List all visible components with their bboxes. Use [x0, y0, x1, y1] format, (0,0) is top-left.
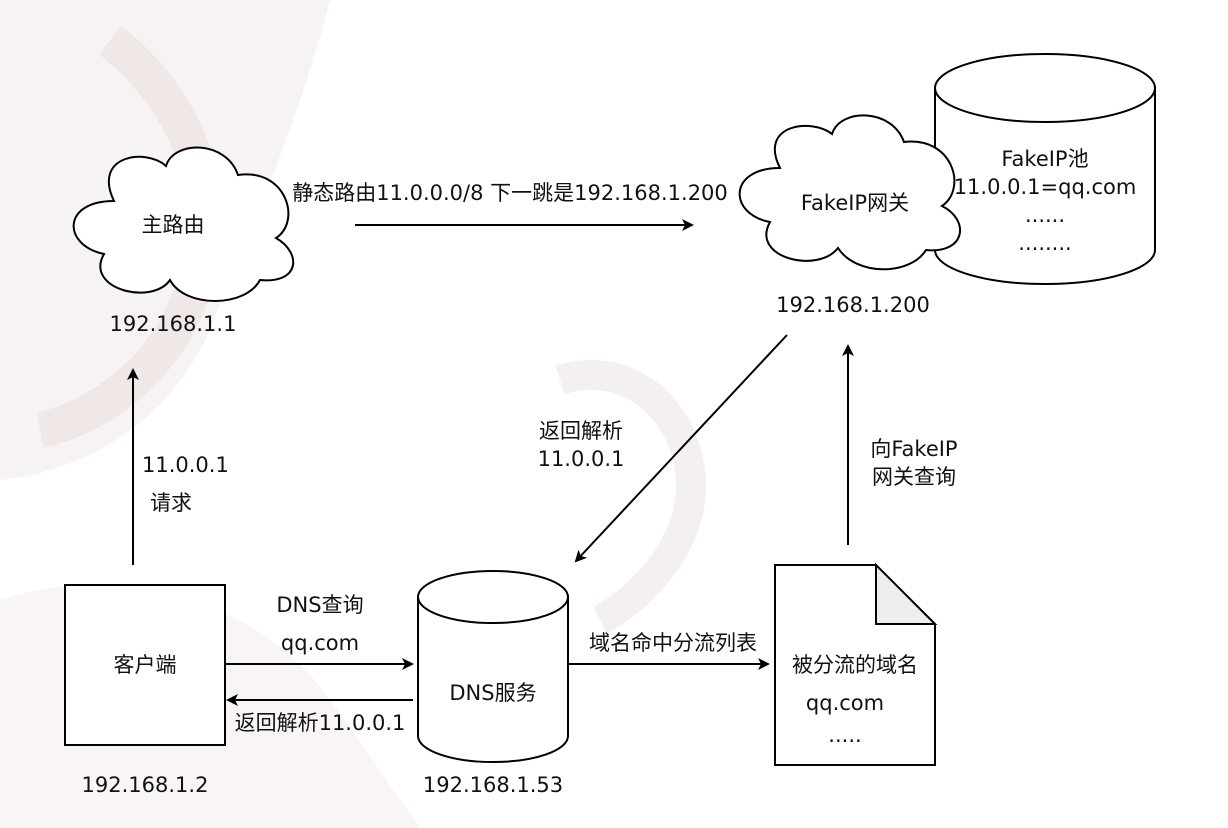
client-request-ip: 11.0.0.1	[142, 453, 229, 477]
client-ip: 192.168.1.2	[82, 773, 209, 797]
dns-service-ip: 192.168.1.53	[423, 773, 563, 797]
fakeip-pool-cylinder-body	[934, 88, 1156, 285]
query-gateway-label-2: 网关查询	[872, 465, 956, 489]
dns-query-label: DNS查询	[276, 593, 363, 617]
domain-list-title: 被分流的域名	[792, 653, 918, 677]
fakeip-gateway-label: FakeIP网关	[801, 191, 909, 215]
fakeip-pool-entry: 11.0.0.1=qq.com	[954, 175, 1137, 199]
edge-gateway-reply: 返回解析 11.0.0.1	[538, 334, 788, 563]
fakeip-gateway-node: FakeIP网关 192.168.1.200	[738, 114, 961, 317]
client-box	[64, 584, 226, 746]
fakeip-gateway-ip: 192.168.1.200	[776, 293, 930, 317]
main-router-node: 主路由 192.168.1.1	[72, 146, 295, 336]
main-router-cloud-shape	[72, 146, 295, 302]
dns-service-node: DNS服务 192.168.1.53	[417, 570, 569, 797]
fakeip-gateway-cloud-shape	[738, 114, 961, 271]
match-list-label: 域名命中分流列表	[589, 631, 757, 655]
gateway-reply-arrow	[574, 334, 788, 563]
edge-static-route: 静态路由11.0.0.0/8 下一跳是192.168.1.200	[292, 181, 728, 231]
fakeip-pool-ellipsis-2: ........	[1018, 231, 1071, 255]
edge-client-request: 11.0.0.1 请求	[127, 368, 229, 565]
domain-list-node: 被分流的域名 qq.com .....	[774, 562, 938, 766]
edge-dns-query: DNS查询 qq.com	[225, 593, 414, 670]
client-request-label: 请求	[150, 491, 192, 515]
fakeip-pool-title: FakeIP池	[1001, 147, 1088, 171]
client-label: 客户端	[114, 653, 177, 677]
fakeip-pool-cylinder-top	[934, 53, 1156, 123]
dns-reply-label: 返回解析11.0.0.1	[235, 711, 406, 735]
static-route-label: 静态路由11.0.0.0/8 下一跳是192.168.1.200	[292, 181, 728, 205]
domain-list-ellipsis: .....	[828, 723, 861, 747]
main-router-label: 主路由	[142, 213, 205, 237]
query-gateway-label: 向FakeIP	[870, 437, 957, 461]
domain-list-document-fold	[875, 562, 938, 625]
dns-service-cylinder-body	[417, 597, 569, 763]
gateway-reply-ip: 11.0.0.1	[538, 447, 625, 471]
fakeip-pool-ellipsis-1: ......	[1025, 203, 1065, 227]
dns-service-label: DNS服务	[449, 681, 536, 705]
gateway-reply-label: 返回解析	[539, 419, 623, 443]
fakeip-pool-node: FakeIP池 11.0.0.1=qq.com ...... ........	[934, 53, 1156, 285]
edge-match-list: 域名命中分流列表	[568, 631, 770, 670]
dns-query-domain: qq.com	[281, 631, 359, 655]
main-router-ip: 192.168.1.1	[110, 312, 237, 336]
dns-service-cylinder-top	[417, 570, 569, 624]
edge-dns-reply: 返回解析11.0.0.1	[226, 694, 413, 735]
client-node: 客户端 192.168.1.2	[64, 584, 226, 797]
domain-list-entry: qq.com	[806, 691, 884, 715]
edge-query-gateway: 向FakeIP 网关查询	[842, 344, 958, 545]
